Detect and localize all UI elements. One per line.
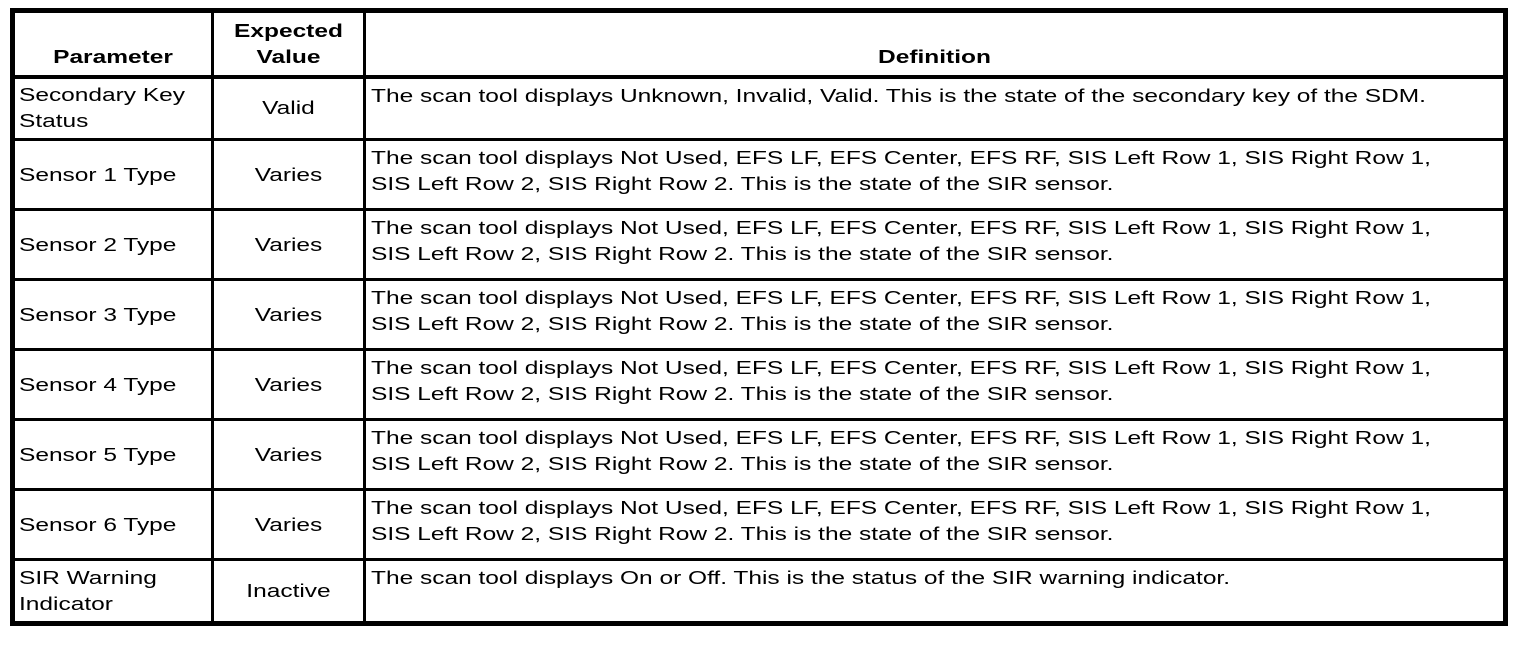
definition-cell: The scan tool displays On or Off. This i… (363, 558, 1507, 625)
table-row-sir-warning-indicator: SIR Warning Indicator Inactive The scan … (11, 558, 1507, 625)
definition-text: The scan tool displays Unknown, Invalid,… (371, 85, 1426, 106)
parameter-text: SIR Warning Indicator (19, 568, 157, 614)
parameter-cell: Sensor 6 Type (11, 488, 214, 561)
header-parameter-label: Parameter (53, 46, 173, 67)
definition-cell: The scan tool displays Not Used, EFS LF,… (363, 488, 1507, 561)
parameter-cell: Sensor 2 Type (11, 208, 214, 281)
parameter-text: Sensor 5 Type (19, 444, 177, 465)
table-row-sensor-3-type: Sensor 3 Type Varies The scan tool displ… (11, 278, 1507, 351)
parameter-cell: Sensor 5 Type (11, 418, 214, 491)
expected-value-text: Varies (254, 304, 323, 325)
table-row-sensor-2-type: Sensor 2 Type Varies The scan tool displ… (11, 208, 1507, 281)
header-parameter: Parameter (11, 9, 214, 79)
header-value-line: Value (256, 46, 321, 67)
scan-tool-parameter-table: Parameter Expected Value Definition Seco… (10, 8, 1508, 626)
expected-value-text: Varies (254, 514, 323, 535)
parameter-text: Sensor 6 Type (19, 514, 177, 535)
table-row-sensor-1-type: Sensor 1 Type Varies The scan tool displ… (11, 138, 1507, 211)
table-row-sensor-4-type: Sensor 4 Type Varies The scan tool displ… (11, 348, 1507, 421)
definition-text: The scan tool displays Not Used, EFS LF,… (371, 148, 1431, 194)
table-row-sensor-5-type: Sensor 5 Type Varies The scan tool displ… (11, 418, 1507, 491)
expected-value-cell: Varies (211, 208, 366, 281)
parameter-text: Sensor 4 Type (19, 374, 177, 395)
definition-text: The scan tool displays Not Used, EFS LF,… (371, 218, 1431, 264)
expected-value-cell: Varies (211, 488, 366, 561)
parameter-text: Sensor 2 Type (19, 234, 177, 255)
parameter-cell: Sensor 4 Type (11, 348, 214, 421)
table-row-sensor-6-type: Sensor 6 Type Varies The scan tool displ… (11, 488, 1507, 561)
definition-cell: The scan tool displays Unknown, Invalid,… (363, 75, 1507, 141)
definition-cell: The scan tool displays Not Used, EFS LF,… (363, 278, 1507, 351)
parameter-cell: SIR Warning Indicator (11, 558, 214, 625)
expected-value-cell: Varies (211, 348, 366, 421)
definition-text: The scan tool displays On or Off. This i… (371, 568, 1231, 588)
definition-cell: The scan tool displays Not Used, EFS LF,… (363, 418, 1507, 491)
parameter-text: Sensor 3 Type (19, 304, 177, 325)
definition-cell: The scan tool displays Not Used, EFS LF,… (363, 138, 1507, 211)
definition-cell: The scan tool displays Not Used, EFS LF,… (363, 348, 1507, 421)
parameter-text: Secondary Key Status (19, 85, 186, 132)
expected-value-text: Varies (254, 234, 323, 255)
table-row-secondary-key-status: Secondary Key Status Valid The scan tool… (11, 75, 1507, 141)
parameter-cell: Sensor 3 Type (11, 278, 214, 351)
expected-value-text: Valid (262, 98, 315, 119)
expected-value-cell: Varies (211, 418, 366, 491)
definition-text: The scan tool displays Not Used, EFS LF,… (371, 288, 1431, 334)
header-expected-value: Expected Value (211, 9, 366, 79)
header-definition-label: Definition (878, 46, 991, 67)
expected-value-cell: Valid (211, 75, 366, 141)
table-header-row: Parameter Expected Value Definition (11, 9, 1507, 79)
definition-text: The scan tool displays Not Used, EFS LF,… (371, 358, 1431, 404)
parameter-cell: Sensor 1 Type (11, 138, 214, 211)
definition-text: The scan tool displays Not Used, EFS LF,… (371, 428, 1431, 474)
parameter-cell: Secondary Key Status (11, 75, 214, 141)
header-expected-line: Expected (234, 20, 343, 41)
expected-value-text: Inactive (246, 581, 331, 601)
expected-value-text: Varies (254, 374, 323, 395)
expected-value-cell: Inactive (211, 558, 366, 625)
expected-value-text: Varies (254, 164, 323, 185)
parameter-text: Sensor 1 Type (19, 164, 177, 185)
header-definition: Definition (363, 9, 1507, 79)
definition-text: The scan tool displays Not Used, EFS LF,… (371, 498, 1431, 544)
definition-cell: The scan tool displays Not Used, EFS LF,… (363, 208, 1507, 281)
expected-value-cell: Varies (211, 138, 366, 211)
expected-value-cell: Varies (211, 278, 366, 351)
expected-value-text: Varies (254, 444, 323, 465)
